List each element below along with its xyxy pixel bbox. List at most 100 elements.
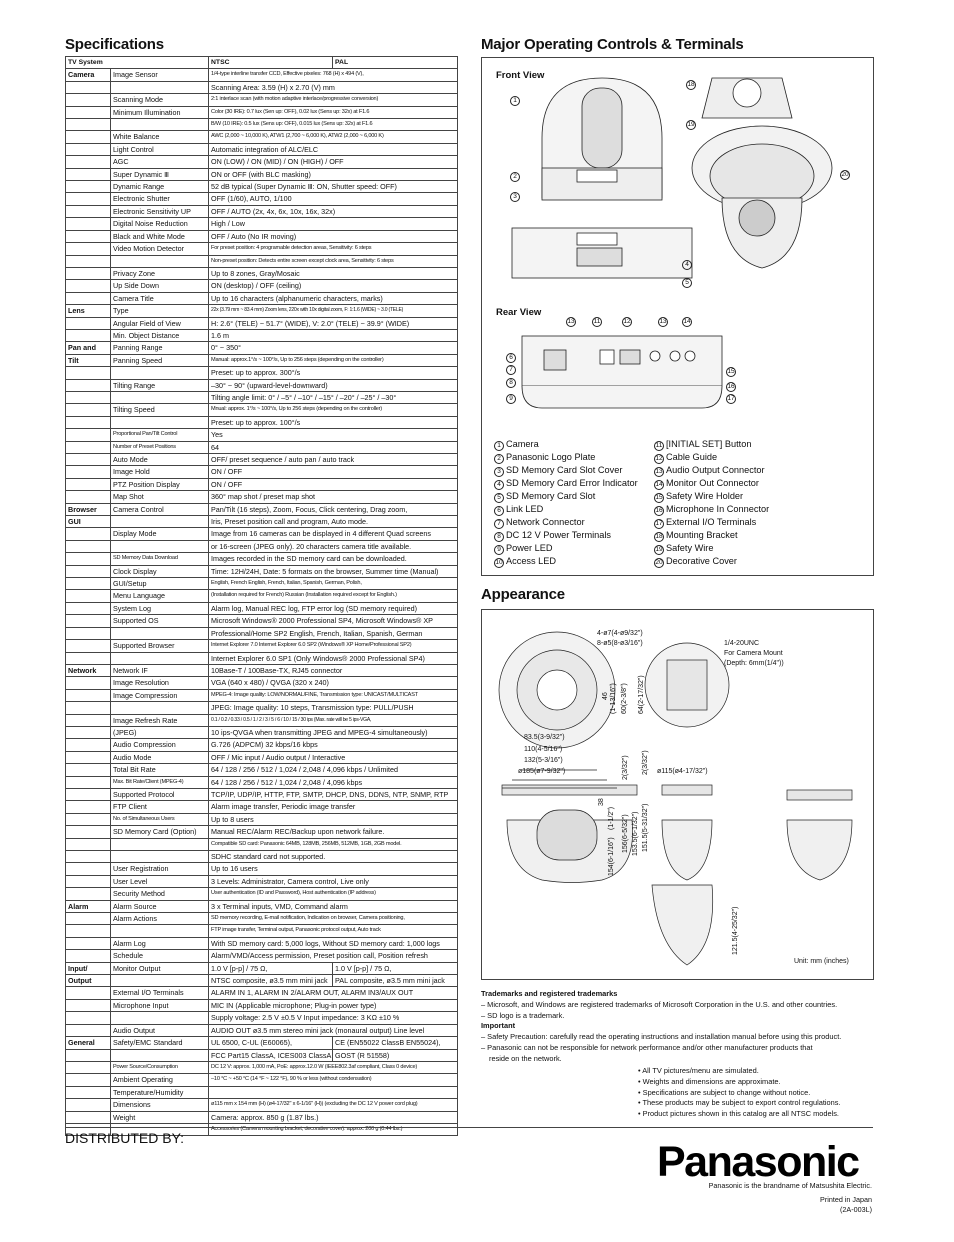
dim-mount: For Camera Mount — [724, 650, 783, 657]
row-value: Alarm image transfer, Periodic image tra… — [208, 800, 459, 814]
row-value: Camera: approx. 850 g (1.87 lbs.) — [208, 1110, 459, 1124]
dim-154: 154(6-1/16") — [608, 837, 615, 876]
item-number-icon: 17 — [654, 519, 664, 529]
row-label: Auto Mode — [109, 452, 210, 467]
table-row: SDHC standard card not supported. — [65, 849, 459, 864]
table-row: Professional/Home SP2 English, French, I… — [65, 626, 459, 641]
distributed-by: DISTRIBUTED BY: — [65, 1130, 185, 1146]
row-category — [65, 217, 111, 231]
item-label: Camera — [506, 439, 539, 449]
row-label — [109, 254, 210, 268]
row-label — [109, 837, 210, 852]
row-category — [65, 552, 111, 566]
printed-in: Printed in Japan — [820, 1195, 872, 1204]
dim-151: 151.5(5-31/32") — [642, 803, 649, 852]
row-category — [65, 155, 111, 169]
row-label — [109, 651, 210, 665]
callout-18: 18 — [686, 80, 696, 90]
item-label: Cable Guide — [666, 452, 718, 462]
row-value: Image from 16 cameras can be displayed i… — [208, 527, 459, 541]
row-category — [65, 415, 111, 430]
row-category — [65, 291, 111, 306]
row-category — [65, 328, 111, 343]
callout-rear-12: 12 — [622, 317, 632, 327]
row-value: 10 ips-QVGA when transmitting JPEG and M… — [208, 725, 459, 740]
row-value: ON (LOW) / ON (MID) / ON (HIGH) / OFF — [208, 155, 459, 169]
row-label — [109, 974, 210, 988]
row-label: Alarm Actions — [109, 912, 210, 926]
row-label: SD Memory Data Download — [109, 552, 210, 566]
row-category — [65, 242, 111, 256]
row-category — [65, 949, 111, 963]
row-value: SDHC standard card not supported. — [208, 849, 459, 864]
row-label: Angular Field of View — [109, 316, 210, 330]
item-label: Access LED — [506, 556, 557, 566]
row-label: Minimum Illumination — [109, 105, 210, 120]
row-category — [65, 564, 111, 579]
callout-rear-16: 16 — [726, 382, 736, 392]
row-category — [65, 254, 111, 268]
item-number-icon: 18 — [654, 532, 664, 542]
row-category — [65, 688, 111, 703]
row-category — [65, 428, 111, 442]
row-value: AWC (2,000 ~ 10,000 K), ATW1 (2,700 ~ 6,… — [208, 130, 459, 144]
row-category — [65, 825, 111, 839]
table-row: (JPEG)10 ips-QVGA when transmitting JPEG… — [65, 725, 459, 740]
table-row: Tilting Range–30° ~ 90° (upward-level-do… — [65, 378, 459, 392]
row-value: Images recorded in the SD memory card ca… — [208, 552, 459, 566]
item-number-icon: 19 — [654, 545, 664, 555]
row-label: Camera Control — [109, 502, 210, 517]
row-label: AGC — [109, 155, 210, 169]
item-number-icon: 14 — [654, 480, 664, 490]
important-2: – Panasonic can not be responsible for n… — [481, 1042, 813, 1052]
row-category — [65, 862, 111, 876]
bullet-4: • These products may be subject to expor… — [638, 1098, 841, 1108]
callout-2: 2 — [510, 170, 522, 182]
row-label: Network IF — [109, 663, 210, 678]
row-label — [109, 515, 210, 529]
row-value: AUDIO OUT ø3.5 mm stereo mini jack (mona… — [208, 1023, 459, 1038]
row-category — [65, 490, 111, 504]
row-category — [65, 1048, 111, 1062]
row-value: Iris, Preset position call and program, … — [208, 515, 459, 529]
callout-rear-11: 11 — [592, 317, 602, 327]
row-value: 360° map shot / preset map shot — [208, 490, 459, 504]
row-category — [65, 601, 111, 616]
dim-4-hole: 4-ø7(4-ø9/32") — [597, 630, 643, 637]
row-label: Scanning Mode — [109, 93, 210, 107]
row-category: Output — [65, 974, 111, 988]
row-label: FTP Client — [109, 800, 210, 814]
row-category — [65, 676, 111, 690]
row-label: Temperature/Humidity — [109, 1085, 210, 1100]
callout-rear-15: 15 — [726, 367, 736, 377]
row-label: User Level — [109, 874, 210, 889]
table-row: FTP image transfer, Terminal output, Pan… — [65, 924, 459, 938]
callout-rear-13a: 13 — [566, 317, 576, 327]
item-label: Safety Wire — [666, 543, 714, 553]
item-label: [INITIAL SET] Button — [666, 439, 752, 449]
notes-block: Trademarks and registered trademarks – M… — [481, 989, 876, 1065]
row-label: Audio Compression — [109, 738, 210, 752]
row-value: 3 x Terminal inputs, VMD, Command alarm — [208, 899, 459, 914]
row-value: UL 6500, C-UL (E60065), — [208, 1036, 334, 1050]
unit-label: Unit: mm (inches) — [794, 958, 849, 965]
row-value: G.726 (ADPCM) 32 kbps/16 kbps — [208, 738, 459, 752]
table-row: SD Memory Card (Option)Manual REC/Alarm … — [65, 825, 459, 839]
row-label — [109, 415, 210, 430]
table-row: Compatible SD card: Panasonic 64MB, 128M… — [65, 837, 459, 852]
table-row: Ambient Operating–10 °C ~ +50 °C (14 °F … — [65, 1073, 459, 1087]
row-category — [65, 738, 111, 752]
row-value: Manual REC/Alarm REC/Backup upon network… — [208, 825, 459, 839]
row-value: 64 / 128 / 256 / 512 / 1,024 / 2,048 / 4… — [208, 775, 459, 789]
